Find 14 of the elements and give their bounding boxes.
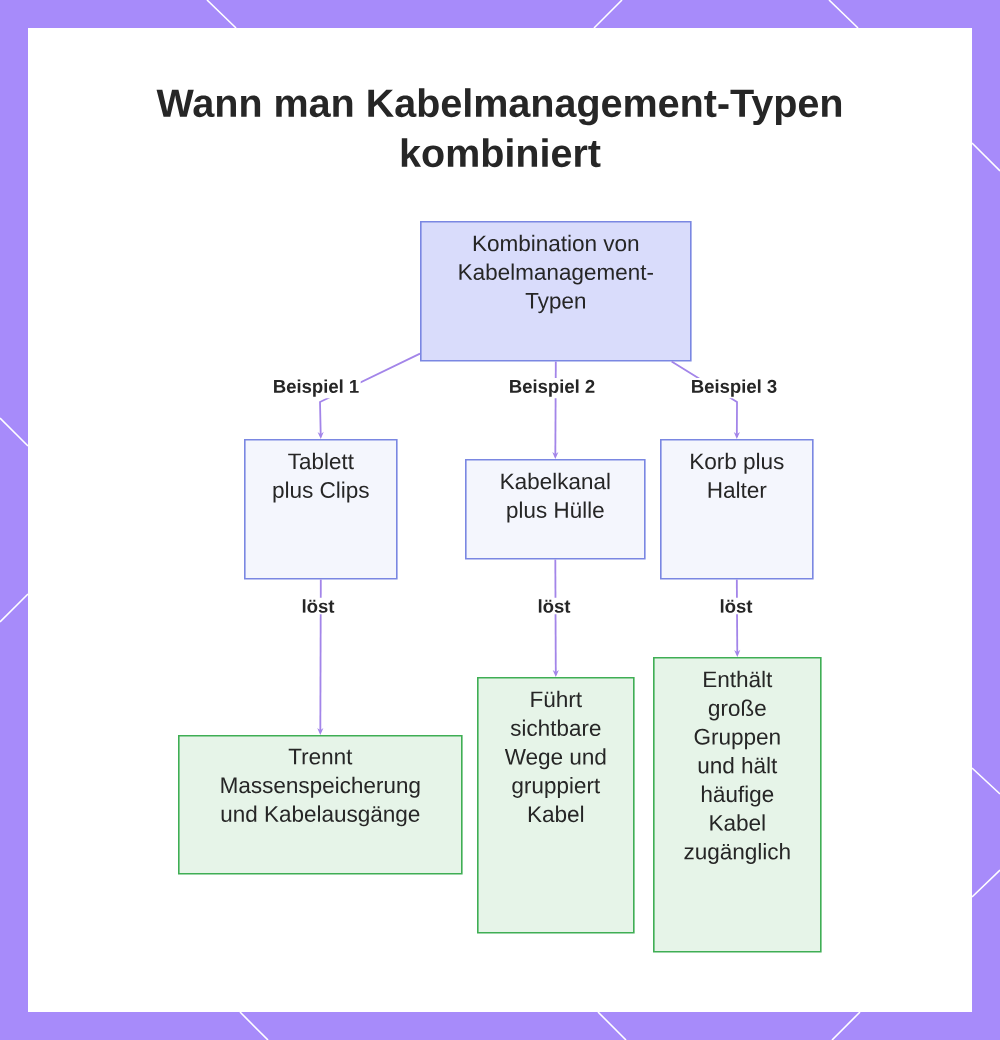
edge-label: löst — [300, 597, 336, 615]
example-box: Kabelkanal plus Hülle — [465, 459, 646, 560]
edge-label: löst — [718, 597, 754, 615]
solution-box: Enthält große Gruppen und hält häufige Kabel zugänglich — [653, 657, 822, 953]
edge-label: Beispiel 1 — [271, 377, 361, 399]
solution-box: Führt sichtbare Wege und gruppiert Kabel — [477, 677, 635, 934]
title: Wann man Kabelmanagement-Typen kombiniert — [156, 88, 842, 168]
example-box: Tablett plus Clips — [244, 439, 398, 580]
edge-label: löst — [536, 597, 572, 615]
solution-box: Trennt Massenspeicherung und Kabelausgänge — [178, 735, 463, 875]
example-box: Korb plus Halter — [660, 439, 814, 580]
edge-label: Beispiel 2 — [507, 377, 597, 399]
topic-box: Kombination von Kabelmanagement-Typen — [420, 221, 692, 362]
edge-label: Beispiel 3 — [689, 377, 779, 399]
